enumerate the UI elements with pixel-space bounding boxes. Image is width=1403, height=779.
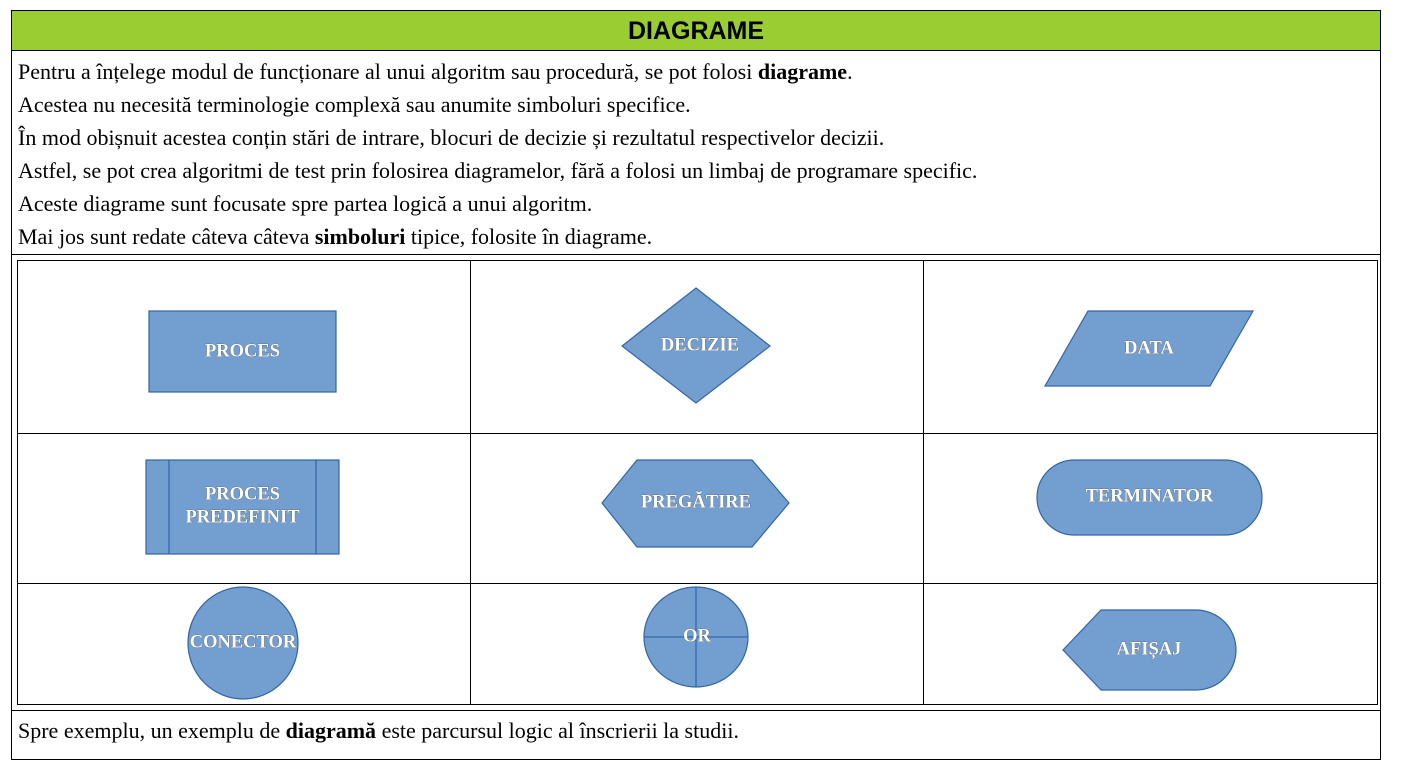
bold-term: diagrame [757, 59, 848, 84]
table-row-divider [18, 583, 1377, 584]
divider [12, 710, 1380, 711]
symbol-label: TERMINATOR [1086, 486, 1214, 506]
intro-line: Astfel, se pot crea algoritmi de test pr… [18, 158, 978, 183]
text-segment: tipice, folosite în diagrame. [405, 224, 653, 249]
divider [12, 254, 1380, 255]
symbol-label: OR [683, 626, 711, 646]
outro-text: Spre exemplu, un exemplu de diagramă est… [18, 714, 739, 747]
predefined-process-symbol: PROCES PREDEFINIT [145, 459, 340, 555]
connector-symbol: CONECTOR [187, 586, 299, 700]
bold-term: diagramă [285, 718, 377, 743]
table-column-divider [470, 261, 471, 704]
intro-line: Aceste diagrame sunt focusate spre parte… [18, 191, 593, 216]
symbol-label: PROCES [205, 341, 280, 361]
decision-symbol: DECIZIE [621, 287, 771, 404]
table-row-divider [18, 433, 1377, 434]
preparation-symbol: PREGĂTIRE [601, 459, 790, 548]
document-frame: DIAGRAME Pentru a înțelege modul de func… [11, 10, 1381, 760]
process-symbol: PROCES [148, 310, 337, 393]
or-symbol: OR [643, 586, 749, 688]
symbol-label: PREGĂTIRE [641, 490, 751, 512]
symbols-table [17, 260, 1378, 705]
bold-term: simboluri [314, 224, 406, 249]
intro-line: Acestea nu necesită terminologie complex… [18, 92, 691, 117]
symbol-label: AFIȘAJ [1117, 639, 1182, 659]
symbol-label: DECIZIE [661, 335, 739, 355]
intro-text: Pentru a înțelege modul de funcționare a… [18, 55, 1374, 253]
intro-line: În mod obișnuit acestea conțin stări de … [18, 125, 885, 150]
text-segment: Pentru a înțelege modul de funcționare a… [18, 59, 758, 84]
intro-line: Mai jos sunt redate câteva câteva simbol… [18, 220, 1374, 253]
page-title: DIAGRAME [12, 11, 1380, 51]
symbol-label: PREDEFINIT [185, 507, 300, 527]
terminator-symbol: TERMINATOR [1036, 459, 1263, 536]
symbol-label: DATA [1124, 338, 1174, 358]
text-segment: Spre exemplu, un exemplu de [18, 718, 286, 743]
intro-line: Pentru a înțelege modul de funcționare a… [18, 55, 1374, 88]
text-segment: este parcursul logic al înscrierii la st… [376, 718, 739, 743]
table-column-divider [923, 261, 924, 704]
symbol-label: PROCES [205, 484, 280, 504]
text-segment: . [847, 59, 853, 84]
symbol-label: CONECTOR [190, 632, 297, 652]
text-segment: Mai jos sunt redate câteva câteva [18, 224, 315, 249]
data-symbol: DATA [1043, 310, 1255, 387]
display-symbol: AFIȘAJ [1062, 609, 1237, 691]
